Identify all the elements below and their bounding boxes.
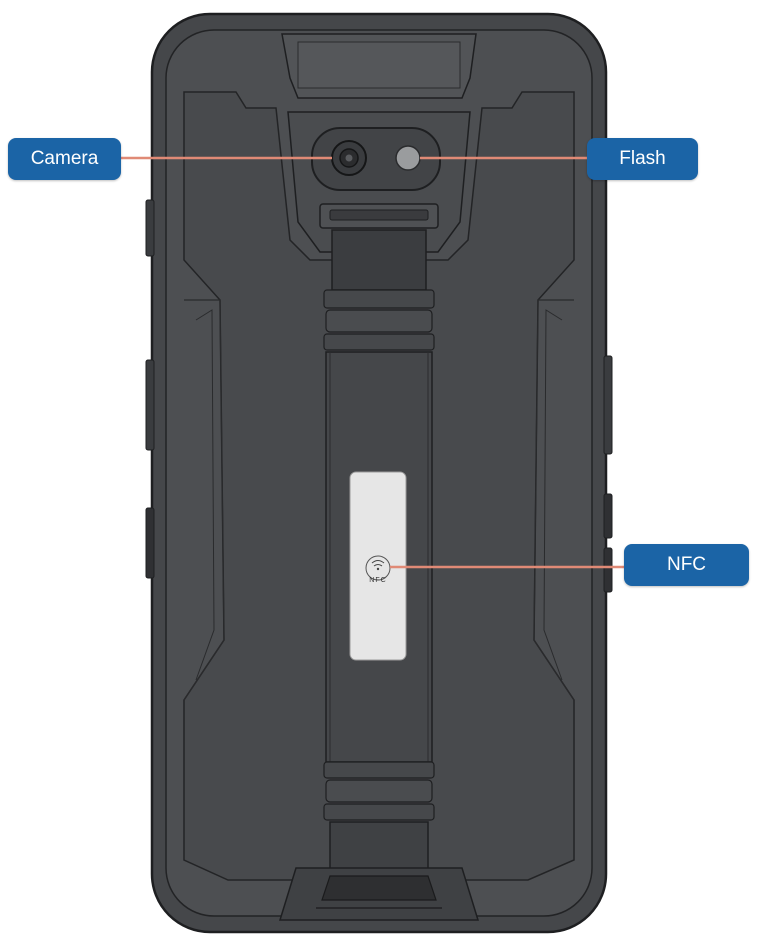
flash-led bbox=[395, 145, 421, 171]
nfc-callout: NFC bbox=[624, 544, 749, 586]
flash-callout: Flash bbox=[587, 138, 698, 180]
camera-callout: Camera bbox=[8, 138, 121, 180]
nfc-tag-text: NFC bbox=[369, 577, 386, 584]
camera-lens bbox=[331, 140, 367, 176]
nfc-wave-icon bbox=[371, 560, 385, 567]
